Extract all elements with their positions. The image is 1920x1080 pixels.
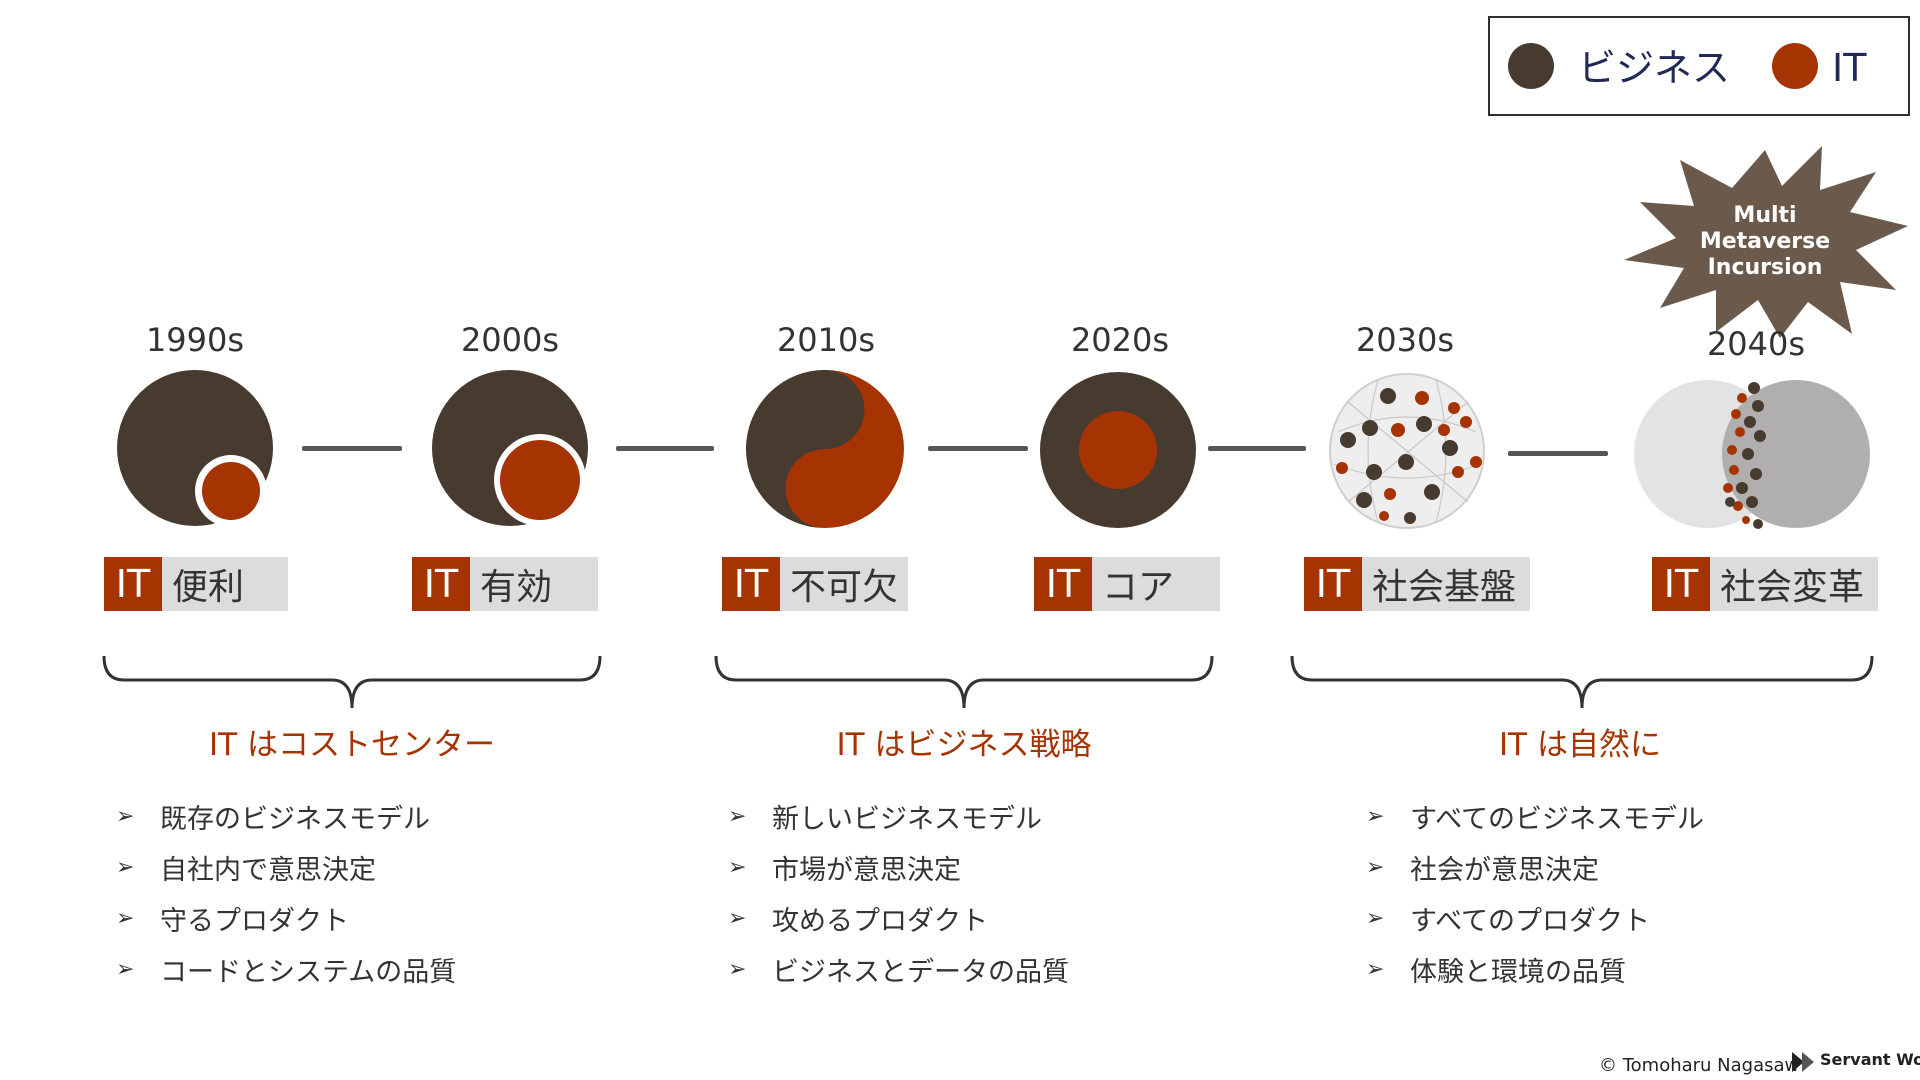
brand-name: Servant Works [1820, 1050, 1920, 1069]
list-item: ➢ 自社内で意思決定 [116, 842, 456, 893]
connector-3 [928, 446, 1028, 451]
label-it-badge: IT [722, 557, 780, 611]
list-item-text: ビジネスとデータの品質 [772, 957, 1069, 988]
list-item: ➢ 社会が意思決定 [1366, 842, 1704, 893]
business-legend-label: ビジネス [1578, 46, 1731, 90]
starburst-shape [1624, 146, 1908, 338]
list-item: ➢ 体験と環境の品質 [1366, 944, 1704, 995]
list-item: ➢ ビジネスとデータの品質 [728, 944, 1069, 995]
label-it-badge: IT [412, 557, 470, 611]
list-item: ➢ コードとシステムの品質 [116, 944, 456, 995]
era-title-cost-center: IT はコストセンター [209, 727, 495, 763]
arrow-bullet-icon: ➢ [1366, 957, 1385, 982]
label-text: コア [1102, 567, 1175, 608]
list-item: ➢ すべてのプロダクト [1366, 893, 1704, 944]
era-title-natural: IT は自然に [1499, 727, 1661, 763]
circle-2040s [1634, 380, 1870, 529]
arrow-bullet-icon: ➢ [728, 855, 747, 880]
year-2030s: 2030s [1355, 321, 1455, 359]
starburst-line-3: Incursion [1708, 255, 1823, 280]
arrow-bullet-icon: ➢ [1366, 906, 1385, 931]
label-it-badge: IT [1034, 557, 1092, 611]
list-item: ➢ 市場が意思決定 [728, 842, 1069, 893]
list-item-text: 体験と環境の品質 [1410, 957, 1626, 988]
starburst-line-2: Metaverse [1700, 229, 1830, 254]
brace-era-3 [1290, 655, 1874, 709]
servant-works-logo-icon [1792, 1052, 1814, 1072]
label-text: 便利 [172, 567, 245, 608]
label-text: 不可欠 [790, 567, 899, 608]
connector-4 [1208, 446, 1306, 451]
label-text: 社会変革 [1720, 567, 1865, 608]
bullet-list-era-3: ➢ すべてのビジネスモデル ➢ 社会が意思決定 ➢ すべてのプロダクト ➢ 体験と環境の… [1366, 791, 1704, 995]
year-2000s: 2000s [460, 321, 560, 359]
label-text: 有効 [480, 567, 553, 608]
it-legend-label: IT [1832, 46, 1867, 90]
label-2010s: IT 不可欠 [722, 557, 908, 611]
list-item-text: コードとシステムの品質 [160, 957, 457, 988]
arrow-bullet-icon: ➢ [116, 855, 135, 880]
arrow-bullet-icon: ➢ [728, 957, 747, 982]
year-1990s: 1990s [145, 321, 245, 359]
label-text: 社会基盤 [1372, 567, 1517, 608]
list-item-text: 新しいビジネスモデル [772, 804, 1042, 835]
list-item: ➢ 既存のビジネスモデル [116, 791, 456, 842]
label-it-badge: IT [1304, 557, 1362, 611]
circle-2020s [1040, 372, 1196, 528]
brace-era-1 [102, 655, 602, 709]
label-2020s: IT コア [1034, 557, 1220, 611]
list-item-text: すべてのプロダクト [1410, 906, 1651, 937]
circle-2010s [746, 370, 904, 528]
list-item-text: 社会が意思決定 [1410, 855, 1599, 886]
circle-2030s [1329, 373, 1485, 529]
label-1990s: IT 便利 [104, 557, 288, 611]
starburst-line-1: Multi [1733, 203, 1796, 228]
list-item-text: すべてのビジネスモデル [1410, 804, 1705, 835]
circle-2000s [432, 370, 588, 526]
connector-1 [302, 446, 402, 451]
list-item-text: 自社内で意思決定 [160, 855, 376, 886]
list-item: ➢ 攻めるプロダクト [728, 893, 1069, 944]
connector-2 [616, 446, 714, 451]
bullet-list-era-1: ➢ 既存のビジネスモデル ➢ 自社内で意思決定 ➢ 守るプロダクト ➢ コードとシステム… [116, 791, 456, 995]
label-2040s: IT 社会変革 [1652, 557, 1878, 611]
legend: ビジネス IT [1488, 16, 1910, 116]
list-item: ➢ すべてのビジネスモデル [1366, 791, 1704, 842]
connector-5 [1508, 451, 1608, 456]
label-2030s: IT 社会基盤 [1304, 557, 1530, 611]
list-item-text: 市場が意思決定 [772, 855, 961, 886]
list-item-text: 既存のビジネスモデル [160, 804, 430, 835]
arrow-bullet-icon: ➢ [116, 906, 135, 931]
list-item: ➢ 守るプロダクト [116, 893, 456, 944]
arrow-bullet-icon: ➢ [728, 906, 747, 931]
arrow-bullet-icon: ➢ [1366, 804, 1385, 829]
year-2040s: 2040s [1706, 325, 1806, 363]
year-2020s: 2020s [1070, 321, 1170, 359]
brace-era-2 [714, 655, 1214, 709]
arrow-bullet-icon: ➢ [1366, 855, 1385, 880]
starburst-badge: Multi Metaverse Incursion [1624, 146, 1908, 338]
it-legend-dot [1772, 43, 1818, 89]
label-it-badge: IT [1652, 557, 1710, 611]
arrow-bullet-icon: ➢ [728, 804, 747, 829]
circle-1990s [117, 370, 273, 527]
list-item-text: 攻めるプロダクト [772, 906, 988, 937]
label-2000s: IT 有効 [412, 557, 598, 611]
arrow-bullet-icon: ➢ [116, 804, 135, 829]
list-item: ➢ 新しいビジネスモデル [728, 791, 1069, 842]
year-2010s: 2010s [776, 321, 876, 359]
bullet-list-era-2: ➢ 新しいビジネスモデル ➢ 市場が意思決定 ➢ 攻めるプロダクト ➢ ビジネスとデータ… [728, 791, 1069, 995]
business-legend-dot [1508, 43, 1554, 89]
label-it-badge: IT [104, 557, 162, 611]
arrow-bullet-icon: ➢ [116, 957, 135, 982]
list-item-text: 守るプロダクト [160, 906, 349, 937]
era-title-business-strategy: IT はビジネス戦略 [836, 727, 1092, 763]
copyright-text: © Tomoharu Nagasaw [1599, 1055, 1800, 1076]
